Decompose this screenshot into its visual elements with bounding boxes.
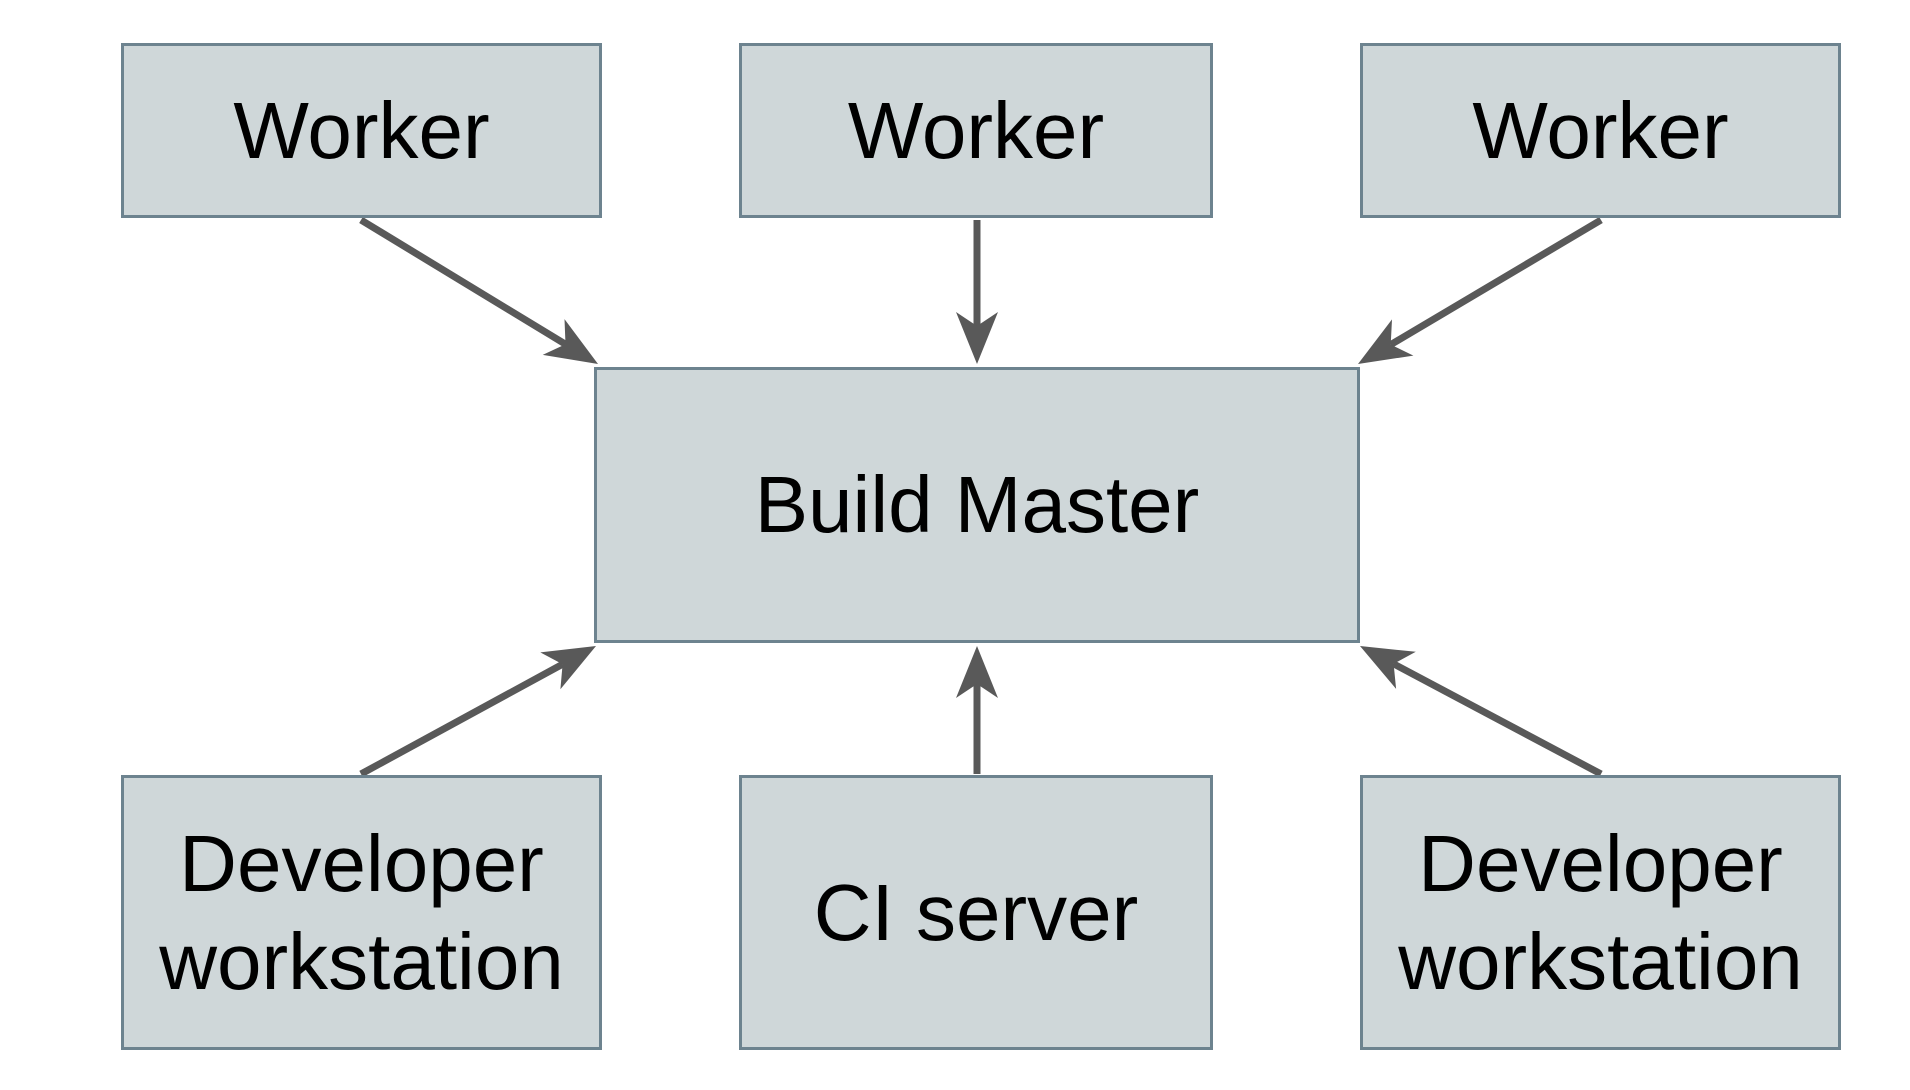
node-label-developer-workstation-1: Developer workstation: [159, 818, 564, 1006]
arrow-shaft: [359, 661, 565, 778]
arrow-head: [1360, 646, 1416, 689]
arrow-worker-2-to-build-master: [956, 220, 998, 364]
node-developer-workstation-2: Developer workstation: [1360, 775, 1841, 1050]
arrow-developer-workstation-1-to-build-master: [359, 646, 596, 778]
node-build-master: Build Master: [594, 367, 1360, 643]
node-worker-1: Worker: [121, 43, 602, 218]
node-label-worker-1: Worker: [233, 85, 490, 175]
node-developer-workstation-1: Developer workstation: [121, 775, 602, 1050]
node-label-developer-workstation-2: Developer workstation: [1398, 818, 1803, 1006]
node-worker-2: Worker: [739, 43, 1213, 218]
node-label-ci-server: CI server: [813, 867, 1139, 957]
arrow-ci-server-to-build-master: [956, 646, 998, 774]
node-ci-server: CI server: [739, 775, 1213, 1050]
arrow-head: [540, 646, 596, 690]
arrow-worker-1-to-build-master: [359, 217, 598, 364]
arrow-head: [956, 312, 998, 364]
arrow-developer-workstation-2-to-build-master: [1360, 646, 1603, 778]
node-label-worker-2: Worker: [847, 85, 1105, 175]
arrow-head: [956, 646, 998, 698]
arrow-head: [1358, 319, 1414, 364]
arrow-worker-3-to-build-master: [1358, 216, 1603, 364]
arrow-shaft: [1388, 216, 1603, 348]
node-label-worker-3: Worker: [1472, 85, 1729, 175]
arrow-shaft: [359, 217, 568, 348]
arrow-shaft: [1391, 660, 1603, 778]
node-label-build-master: Build Master: [754, 460, 1200, 550]
arrow-head: [542, 319, 598, 364]
node-worker-3: Worker: [1360, 43, 1841, 218]
